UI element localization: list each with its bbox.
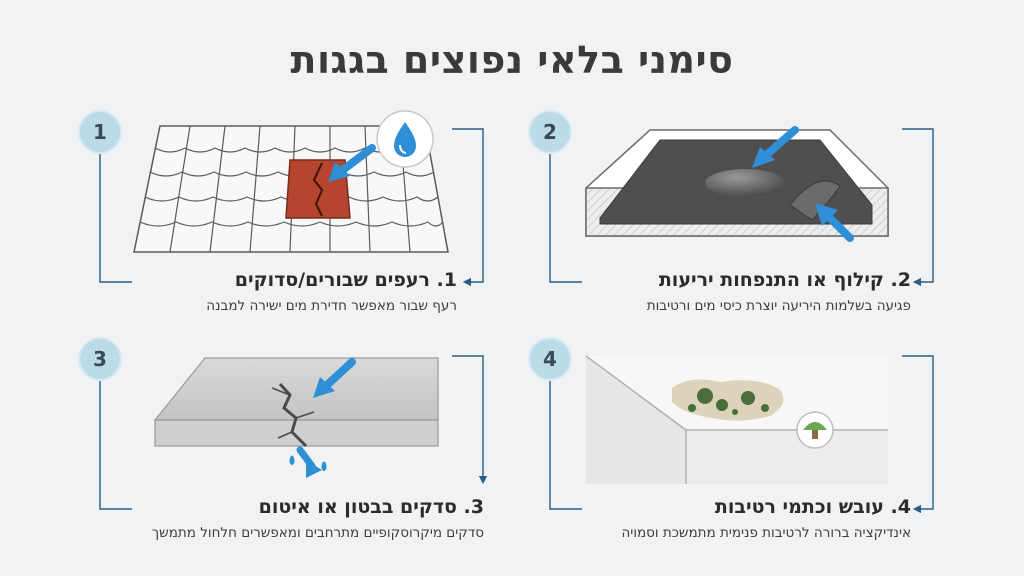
- concrete-crack: [278, 382, 308, 448]
- desc-broken-tiles: רעף שבור מאפשר חדירת מים ישירה למבנה: [206, 298, 457, 314]
- arrow-icon: [322, 358, 356, 390]
- page-title: סימני בלאי נפוצים בגגות: [290, 38, 734, 82]
- membrane-illustration: [585, 126, 889, 242]
- desc-concrete-cracks: סדקים מיקרוסקופיים מתרחבים ומאפשרים חלחו…: [151, 525, 484, 541]
- moisture-stain: [672, 379, 784, 421]
- arrow-icon: [336, 144, 376, 176]
- desc-membrane-peeling: פגיעה בשלמות היריעה יוצרת כיסי מים ורטיב…: [646, 298, 911, 314]
- connector-2-right: [902, 128, 934, 287]
- arrow-icon: [824, 212, 854, 242]
- mold-illustration: [585, 355, 888, 484]
- heading-concrete-cracks: 3. סדקים בבטון או איטום: [258, 496, 484, 518]
- arrow-icon: [761, 126, 799, 160]
- connector-4-right: [902, 355, 934, 514]
- mold-spots: [688, 388, 769, 415]
- tile-crack: [312, 162, 324, 217]
- connector-4-left: [549, 381, 582, 510]
- mushroom-icon: [803, 422, 827, 430]
- connector-2-left: [549, 154, 582, 283]
- connector-lines: [99, 128, 934, 514]
- connector-1-left: [99, 154, 132, 283]
- desc-mold-stains: אינדיקציה ברורה לרטיבות פנימית מתמשכת וס…: [621, 525, 911, 541]
- connector-3-left: [99, 381, 132, 510]
- membrane-blister: [705, 169, 785, 197]
- connector-3-right: [452, 355, 488, 485]
- badge-4: 4: [528, 337, 572, 381]
- heading-broken-tiles: 1. רעפים שבורים/סדוקים: [234, 269, 457, 291]
- connector-1-right: [452, 128, 484, 287]
- roof-tiles-illustration: [133, 110, 449, 253]
- heading-membrane-peeling: 2. קילוף או התנפחות יריעות: [658, 269, 911, 291]
- heading-mold-stains: 4. עובש וכתמי רטיבות: [714, 496, 911, 518]
- badge-2: 2: [528, 110, 572, 154]
- badge-1: 1: [78, 110, 122, 154]
- concrete-illustration: [153, 357, 439, 478]
- badge-3: 3: [78, 337, 122, 381]
